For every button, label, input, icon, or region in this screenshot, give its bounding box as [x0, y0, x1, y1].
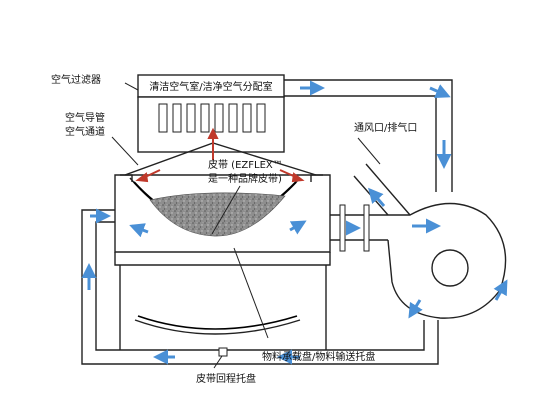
- lower-frame: [114, 252, 331, 266]
- leader-vent: [357, 137, 381, 165]
- belt-return-line: [137, 315, 298, 330]
- heat-arrows: [135, 127, 305, 183]
- arrow-fan-up: [493, 279, 508, 301]
- vent-exhaust-label: 通风口/排气口: [354, 121, 417, 134]
- belt-return-tray-label: 皮带回程托盘: [196, 372, 256, 385]
- leader-return-tray: [213, 355, 223, 369]
- clean-air-room-label: 清洁空气室/洁净空气分配室: [149, 80, 272, 93]
- material-tray-label: 物料承载盘/物料输送托盘: [262, 350, 375, 363]
- arrow-top-duct-2: [429, 84, 451, 98]
- fan-hub: [431, 249, 469, 287]
- vent-pipe-upper: [353, 175, 389, 216]
- bracket-right: [310, 174, 323, 182]
- top-duct-outer: [284, 79, 453, 192]
- leader-air-duct: [111, 136, 139, 166]
- arrow-chamber-left: [129, 223, 149, 238]
- belt-label-line1: 皮带 (EZFLEX™: [208, 158, 283, 171]
- flange-2: [363, 204, 370, 252]
- belt-return-tray: [134, 319, 301, 335]
- filter-fins: [158, 103, 266, 133]
- leader-belt: [211, 185, 241, 235]
- belt-label-line2: 是一种品牌皮带): [208, 172, 282, 185]
- air-duct-label-line1: 空气导管: [65, 111, 105, 124]
- vent-pipe-lower: [365, 163, 411, 216]
- leader-air-filter: [124, 82, 139, 91]
- airflow-arrows: [81, 80, 508, 365]
- air-duct-label-line2: 空气通道: [65, 125, 105, 138]
- arrow-chamber-right: [289, 220, 307, 235]
- bracket-left: [120, 174, 133, 182]
- leader-material-tray: [233, 247, 269, 339]
- leader-lines: [111, 82, 381, 369]
- material-bed: [149, 192, 286, 237]
- arrow-fan-down: [408, 299, 423, 319]
- arrow-vent: [368, 187, 386, 207]
- return-tray-clip: [218, 347, 228, 357]
- air-filter-label: 空气过滤器: [51, 73, 101, 86]
- return-duct-outer: [81, 209, 439, 365]
- flange-1: [339, 204, 346, 252]
